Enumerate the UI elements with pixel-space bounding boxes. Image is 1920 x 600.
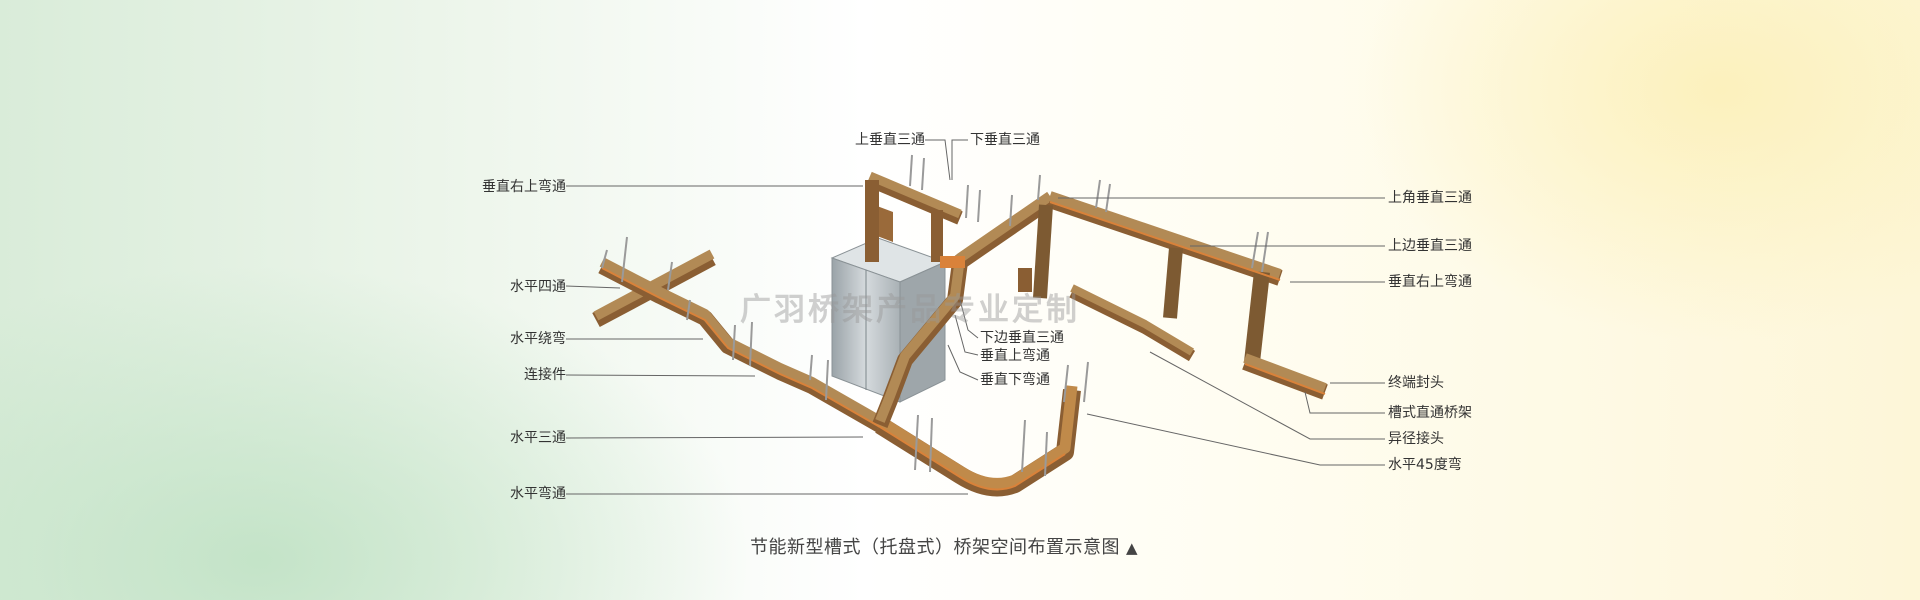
label-lower-vertical-tee: 下垂直三通 xyxy=(970,132,1040,148)
label-vertical-right-up-bend-right: 垂直右上弯通 xyxy=(1388,274,1472,290)
label-vertical-right-up-bend-left: 垂直右上弯通 xyxy=(482,179,566,195)
label-connector: 连接件 xyxy=(524,367,566,383)
label-upper-vertical-tee: 上垂直三通 xyxy=(855,132,925,148)
watermark: 广羽桥架产品专业定制 xyxy=(740,292,1080,328)
label-upper-side-vertical-tee: 上边垂直三通 xyxy=(1388,238,1472,254)
hanger-rods xyxy=(601,154,1269,477)
label-trough-straight-tray: 槽式直通桥架 xyxy=(1388,405,1472,421)
label-lower-side-vertical-tee: 下边垂直三通 xyxy=(980,330,1064,346)
label-reducer: 异径接头 xyxy=(1388,431,1444,447)
electrical-cabinet xyxy=(830,206,947,403)
label-upper-corner-vertical-tee: 上角垂直三通 xyxy=(1388,190,1472,206)
label-vertical-up-bend: 垂直上弯通 xyxy=(980,348,1050,364)
caption-text: 节能新型槽式（托盘式）桥架空间布置示意图 xyxy=(750,537,1120,558)
label-horizontal-bend: 水平弯通 xyxy=(510,486,566,502)
label-horizontal-cross: 水平四通 xyxy=(510,279,566,295)
label-horizontal-tee: 水平三通 xyxy=(510,430,566,446)
diagram-caption: 节能新型槽式（托盘式）桥架空间布置示意图 ▲ xyxy=(750,533,1138,559)
tray-edge-highlights xyxy=(601,201,1326,491)
label-horizontal-45-bend: 水平45度弯 xyxy=(1388,457,1462,473)
label-vertical-down-bend: 垂直下弯通 xyxy=(980,372,1050,388)
caption-triangle-icon: ▲ xyxy=(1126,539,1139,557)
label-horizontal-detour: 水平绕弯 xyxy=(510,331,566,347)
label-end-cap: 终端封头 xyxy=(1388,375,1444,391)
leader-lines xyxy=(565,139,1385,495)
cable-tray-network xyxy=(592,171,1328,497)
